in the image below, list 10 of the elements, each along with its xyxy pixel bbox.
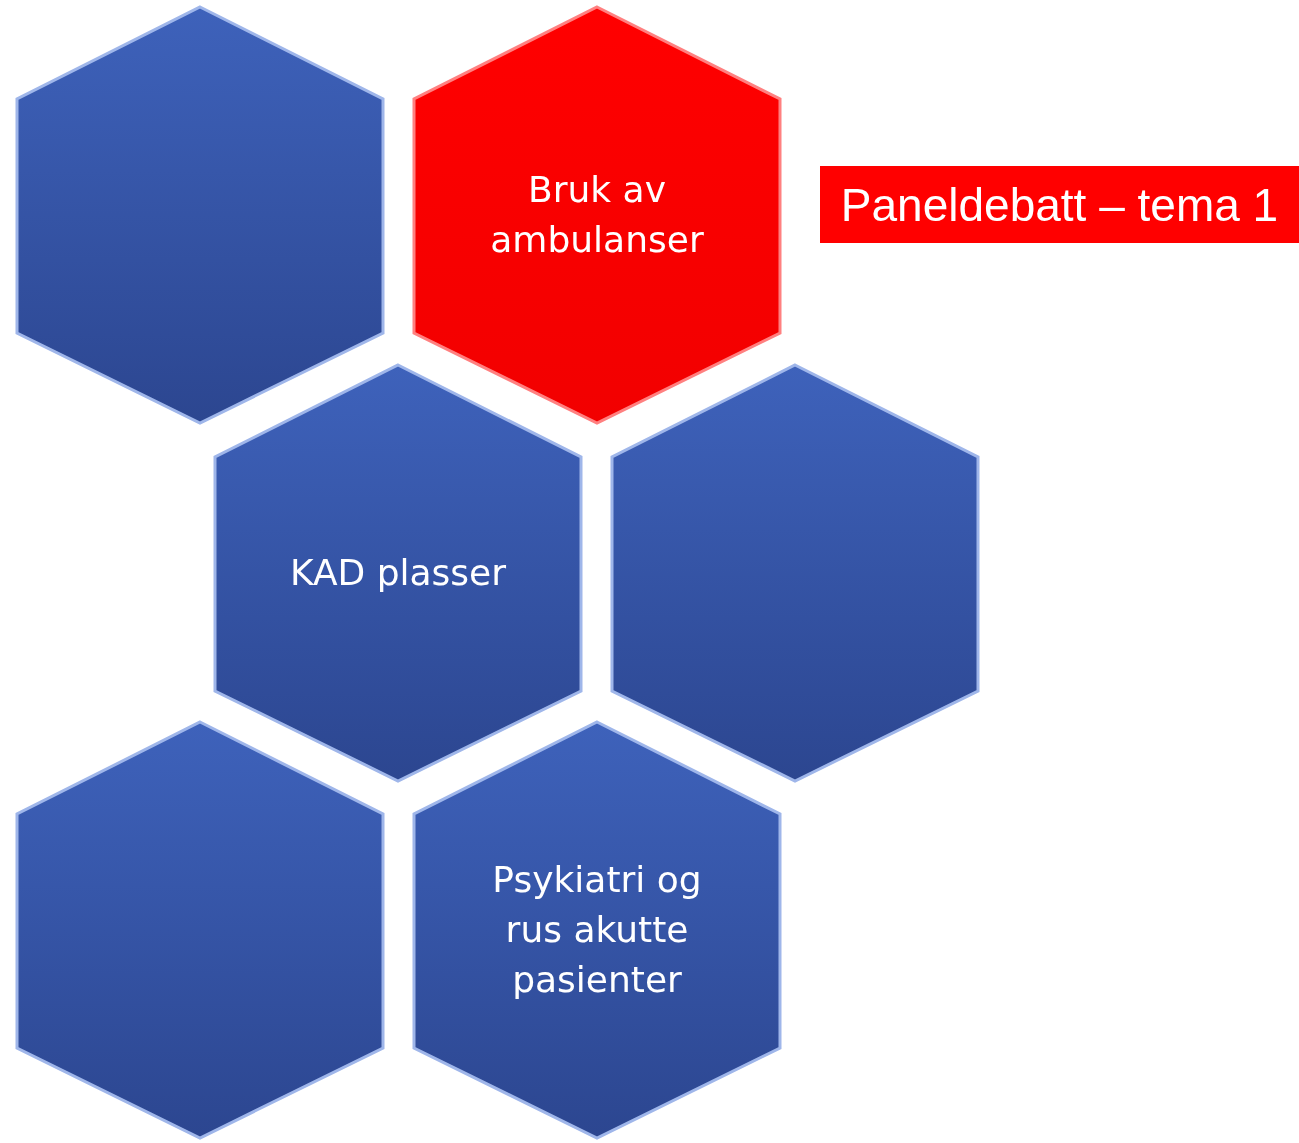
hexagon-tile: [213, 363, 583, 783]
hexagon-tile: [412, 720, 782, 1140]
hexagon-tile: [15, 720, 385, 1140]
hexagon-tile: [412, 5, 782, 425]
hexagon-tile: [610, 363, 980, 783]
tile-label: Psykiatri og rus akutte pasienter: [491, 858, 703, 1002]
hexagon-tile: [15, 5, 385, 425]
tile-label: Bruk av ambulanser: [489, 168, 705, 262]
title-banner: Paneldebatt – tema 1: [820, 166, 1299, 243]
tile-label: KAD plasser: [289, 551, 507, 595]
